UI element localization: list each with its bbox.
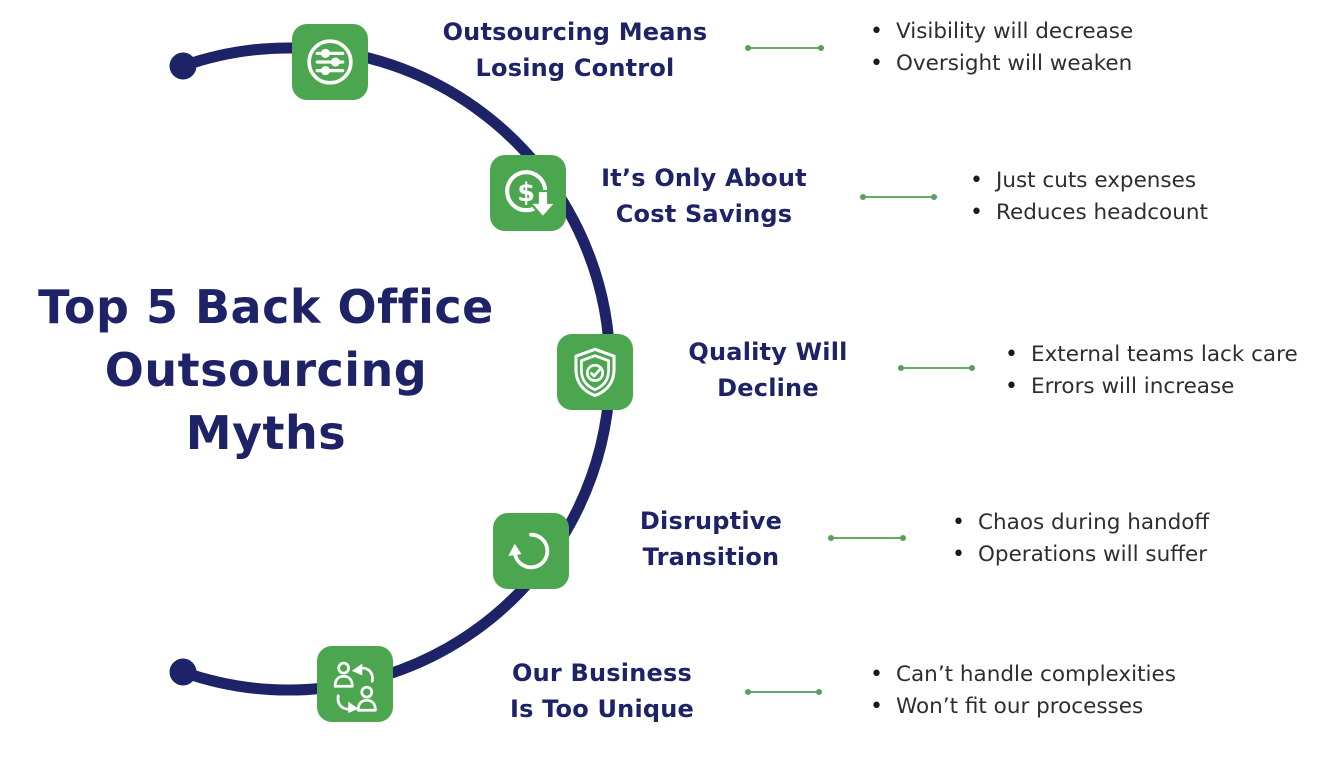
people-swap-icon	[317, 646, 393, 722]
connector-line	[860, 194, 937, 200]
myth-bullets-cost-savings: Just cuts expenses Reduces headcount	[966, 165, 1208, 229]
myth-bullets-too-unique: Can’t handle complexities Won’t fit our …	[866, 659, 1176, 723]
myth-title-cost-savings: It’s Only About Cost Savings	[601, 164, 807, 228]
bullet-item: Errors will increase	[1001, 371, 1298, 403]
bullet-item: Can’t handle complexities	[866, 659, 1176, 691]
bullet-item: Operations will suffer	[948, 539, 1209, 571]
connector-line	[745, 689, 822, 695]
bullet-item: Won’t fit our processes	[866, 691, 1176, 723]
arc-endpoint-dot-bottom	[169, 658, 197, 686]
connector-line	[745, 45, 824, 51]
bullet-item: Oversight will weaken	[866, 48, 1133, 80]
myth-title-quality-decline: Quality Will Decline	[688, 338, 848, 402]
shield-check-icon	[557, 334, 633, 410]
arc-endpoint-dot-top	[169, 52, 197, 80]
bullet-item: Reduces headcount	[966, 197, 1208, 229]
connector-line	[898, 365, 975, 371]
bullet-item: Just cuts expenses	[966, 165, 1208, 197]
cost-savings-icon: $	[490, 155, 566, 231]
svg-text:$: $	[517, 177, 535, 207]
myth-bullets-losing-control: Visibility will decrease Oversight will …	[866, 16, 1133, 80]
myth-bullets-quality-decline: External teams lack care Errors will inc…	[1001, 339, 1298, 403]
myth-title-losing-control: Outsourcing Means Losing Control	[442, 18, 708, 82]
refresh-icon	[493, 513, 569, 589]
bullet-item: Chaos during handoff	[948, 507, 1209, 539]
connector-line	[828, 535, 906, 541]
bullet-item: Visibility will decrease	[866, 16, 1133, 48]
bullet-item: External teams lack care	[1001, 339, 1298, 371]
sliders-icon	[292, 24, 368, 100]
myth-bullets-disruptive-transition: Chaos during handoff Operations will suf…	[948, 507, 1209, 571]
myth-title-too-unique: Our Business Is Too Unique	[509, 659, 695, 723]
page-title: Top 5 Back Office Outsourcing Myths	[38, 280, 494, 460]
myth-title-disruptive-transition: Disruptive Transition	[639, 507, 783, 571]
